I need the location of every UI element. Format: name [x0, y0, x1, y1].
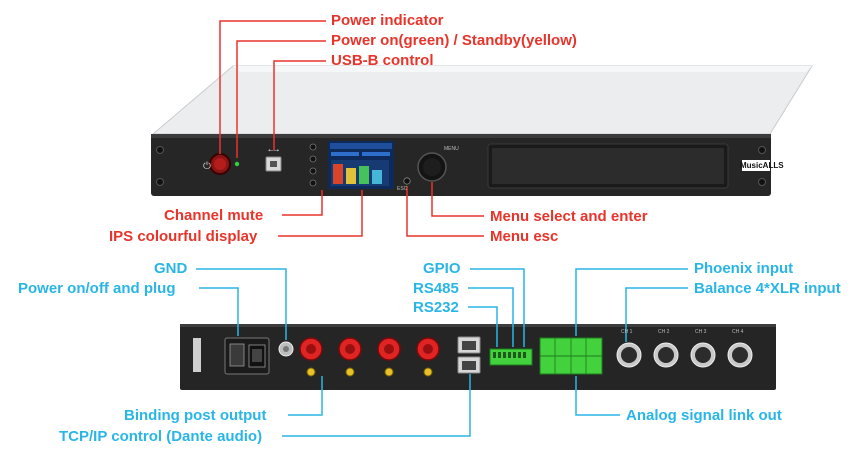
- label-tcp-ip: TCP/IP control (Dante audio): [59, 428, 263, 445]
- gnd-terminal[interactable]: [278, 341, 294, 357]
- label-power-plug: Power on/off and plug: [18, 280, 176, 297]
- power-inlet-switch[interactable]: [224, 337, 270, 375]
- power-icon: ⏻: [203, 161, 211, 172]
- label-rs232: RS232: [413, 299, 459, 316]
- label-rs485: RS485: [413, 280, 459, 297]
- label-power-indicator: Power indicator: [331, 12, 444, 29]
- vent-grille: [487, 143, 729, 189]
- rating-sticker: [193, 338, 201, 372]
- label-phoenix-input: Phoenix input: [694, 260, 794, 277]
- front-leader-lines: [219, 20, 484, 237]
- label-gpio: GPIO: [423, 260, 461, 277]
- xlr-channel-label: CH 2: [658, 329, 670, 335]
- menu-esc-button[interactable]: [403, 177, 411, 185]
- power-status-led: [234, 161, 240, 167]
- label-binding-post: Binding post output: [124, 407, 267, 424]
- brand-badge-text: MusicALLS: [740, 161, 784, 170]
- label-channel-mute: Channel mute: [164, 207, 264, 224]
- label-xlr-input: Balance 4*XLR input: [694, 280, 841, 297]
- label-usb-b-control: USB-B control: [331, 52, 434, 69]
- brand-badge-bg: [742, 160, 770, 171]
- menu-knob-label: MENU: [444, 146, 459, 152]
- rear-unit: [180, 324, 776, 390]
- xlr-inputs[interactable]: [616, 342, 753, 368]
- label-analog-link: Analog signal link out: [626, 407, 782, 424]
- label-power-on-standby: Power on(green) / Standby(yellow): [331, 32, 577, 49]
- gpio-rs485-rs232-terminal[interactable]: [489, 348, 533, 366]
- label-gnd: GND: [154, 260, 188, 277]
- rack-screw-left: [156, 146, 164, 154]
- ips-display: [328, 141, 394, 189]
- chassis-top: [151, 65, 813, 135]
- xlr-channel-label: CH 1: [621, 329, 633, 335]
- label-ips-display: IPS colourful display: [109, 228, 258, 245]
- xlr-channel-label: CH 4: [732, 329, 744, 335]
- rear-leader-lines: [196, 268, 688, 437]
- rack-screw-right: [758, 146, 766, 154]
- label-menu-esc: Menu esc: [490, 228, 559, 245]
- phoenix-input-block[interactable]: [539, 337, 603, 375]
- rj45-ports[interactable]: [457, 336, 481, 374]
- xlr-channel-label: CH 3: [695, 329, 707, 335]
- binding-post-outputs[interactable]: [299, 337, 440, 377]
- esc-button-label: ESC: [397, 186, 408, 192]
- label-menu-select: Menu select and enter: [490, 208, 648, 225]
- front-unit: ⏻ ⭠⭢: [151, 65, 813, 196]
- channel-mute-buttons[interactable]: [309, 143, 317, 187]
